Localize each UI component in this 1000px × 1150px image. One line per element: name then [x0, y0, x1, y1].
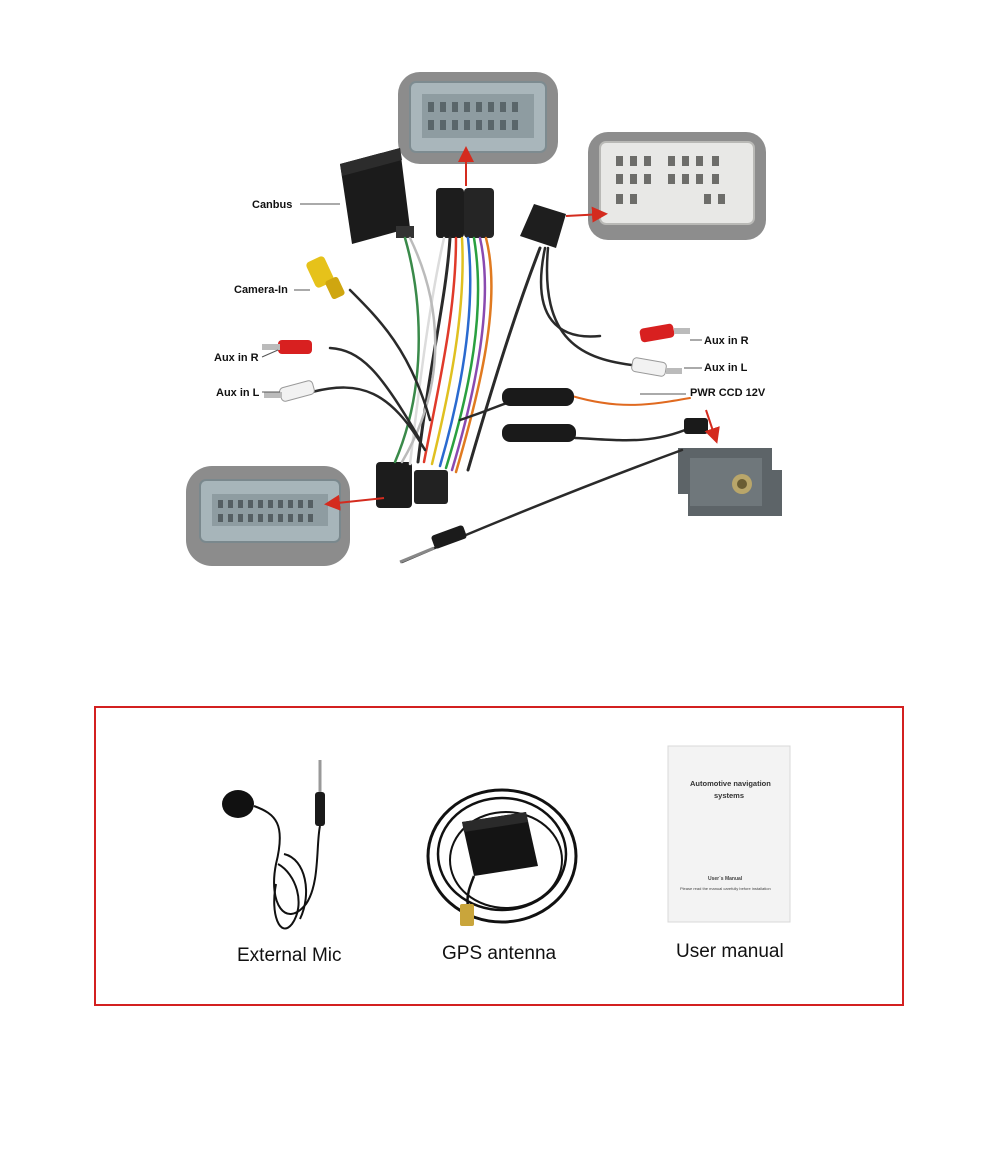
label-aux-in-l-right: Aux in L: [704, 362, 748, 374]
accessories-panel: External Mic GPS antenna Automotive navi…: [94, 706, 904, 1006]
rca-aux-r-right: [639, 323, 690, 343]
label-aux-in-l-left: Aux in L: [216, 387, 260, 399]
rca-aux-l-left: [264, 380, 315, 402]
wire-bundle: [310, 236, 692, 564]
external-mic-image: [222, 760, 325, 930]
manual-note: Please read the manual carefully before …: [680, 886, 771, 891]
manual-subtitle: User`s Manual: [708, 876, 743, 882]
manual-title-line1: Automotive navigation: [690, 779, 771, 788]
inline-filters: [502, 388, 708, 442]
label-camera-in: Camera-In: [234, 284, 288, 296]
caption-external-mic: External Mic: [237, 945, 342, 966]
bottom-right-connector: [678, 448, 782, 516]
caption-gps-antenna: GPS antenna: [442, 943, 557, 964]
rca-aux-l-right: [631, 357, 682, 377]
antenna-plug: [399, 525, 467, 564]
label-aux-in-r-left: Aux in R: [214, 352, 259, 364]
user-manual-image: Automotive navigation systems User`s Man…: [667, 745, 791, 923]
rca-aux-r-left: [262, 340, 312, 354]
label-aux-in-r-right: Aux in R: [704, 335, 749, 347]
bottom-left-connector: [186, 466, 350, 566]
canbus-box: [340, 148, 414, 244]
red-arrows: [324, 146, 720, 511]
right-top-connector: [588, 132, 766, 240]
top-connector: [398, 72, 558, 164]
leader-lines: [261, 203, 702, 395]
label-pwr-ccd: PWR CCD 12V: [690, 387, 766, 399]
manual-title-line2: systems: [714, 791, 744, 800]
rca-camera-in: [306, 256, 345, 300]
central-plugs: [376, 188, 566, 508]
gps-antenna-image: [426, 788, 578, 926]
caption-user-manual: User manual: [676, 941, 784, 962]
label-canbus: Canbus: [252, 199, 292, 211]
wiring-harness-diagram: Canbus Camera-In Aux in R Aux in L Aux i…: [186, 72, 782, 566]
